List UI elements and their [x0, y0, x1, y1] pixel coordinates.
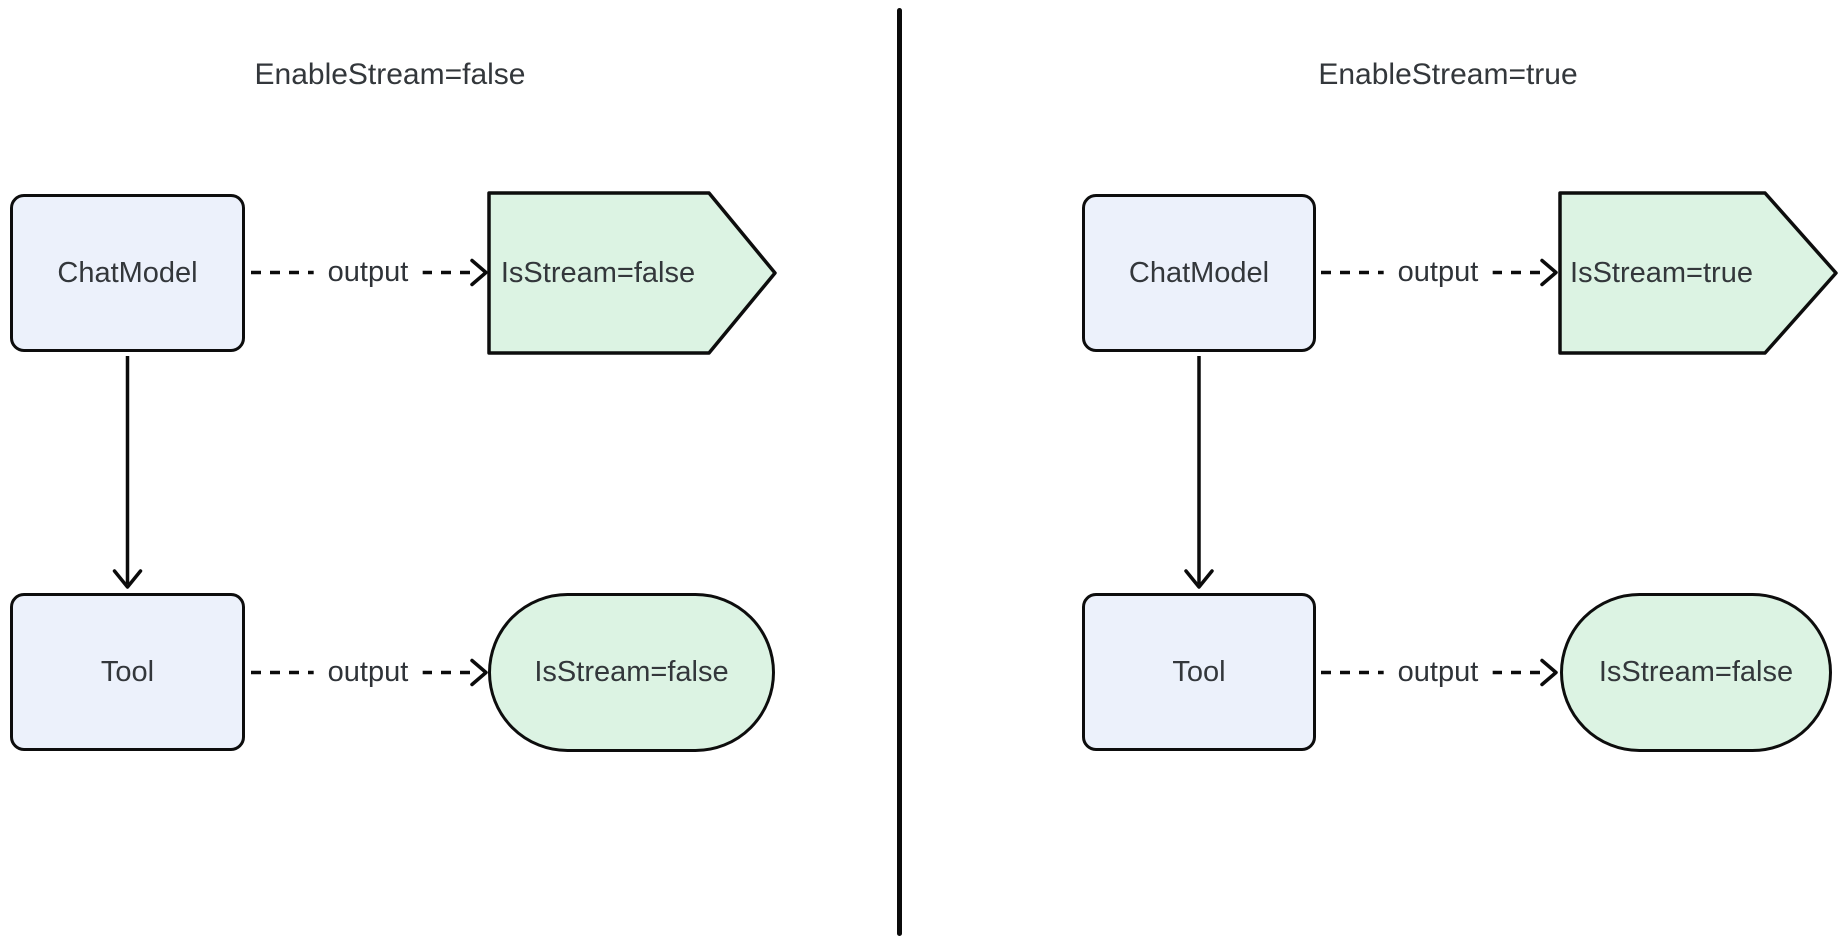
arrowhead-right-icon [470, 658, 488, 687]
tool-output-label: IsStream=false [1598, 656, 1794, 688]
chatmodel-node-label: ChatModel [57, 256, 198, 289]
arrowhead-down-icon [112, 569, 143, 589]
edge-label-output: output [1383, 653, 1493, 691]
chatmodel-output-node: IsStream=true [1558, 191, 1838, 355]
chatmodel-node: ChatModel [10, 194, 245, 352]
edge-label-output: output [313, 253, 423, 291]
tool-node-label: Tool [1172, 655, 1226, 688]
chatmodel-node-label: ChatModel [1128, 256, 1270, 289]
tool-output-node: IsStream=false [1560, 593, 1832, 752]
pentagon-shape-icon [487, 191, 777, 355]
edge-label-output: output [313, 653, 423, 691]
arrowhead-right-icon [1540, 258, 1558, 287]
arrowhead-right-icon [1540, 658, 1558, 687]
panel-divider [897, 8, 902, 936]
chatmodel-output-node: IsStream=false [487, 191, 779, 355]
tool-node-label: Tool [100, 655, 155, 688]
chatmodel-output-label: IsStream=true [1570, 256, 1753, 289]
tool-node: Tool [10, 593, 245, 751]
tool-output-node: IsStream=false [488, 593, 775, 752]
edge-label-output: output [1383, 253, 1493, 291]
arrowhead-down-icon [1184, 569, 1214, 589]
chatmodel-output-label: IsStream=false [500, 256, 696, 289]
chatmodel-node: ChatModel [1082, 194, 1316, 352]
tool-output-label: IsStream=false [534, 656, 729, 688]
pentagon-shape-icon [1558, 191, 1838, 355]
arrowhead-right-icon [470, 258, 488, 287]
panel-title: EnableStream=true [1318, 58, 1578, 91]
tool-node: Tool [1082, 593, 1316, 751]
panel-title: EnableStream=false [254, 58, 526, 91]
